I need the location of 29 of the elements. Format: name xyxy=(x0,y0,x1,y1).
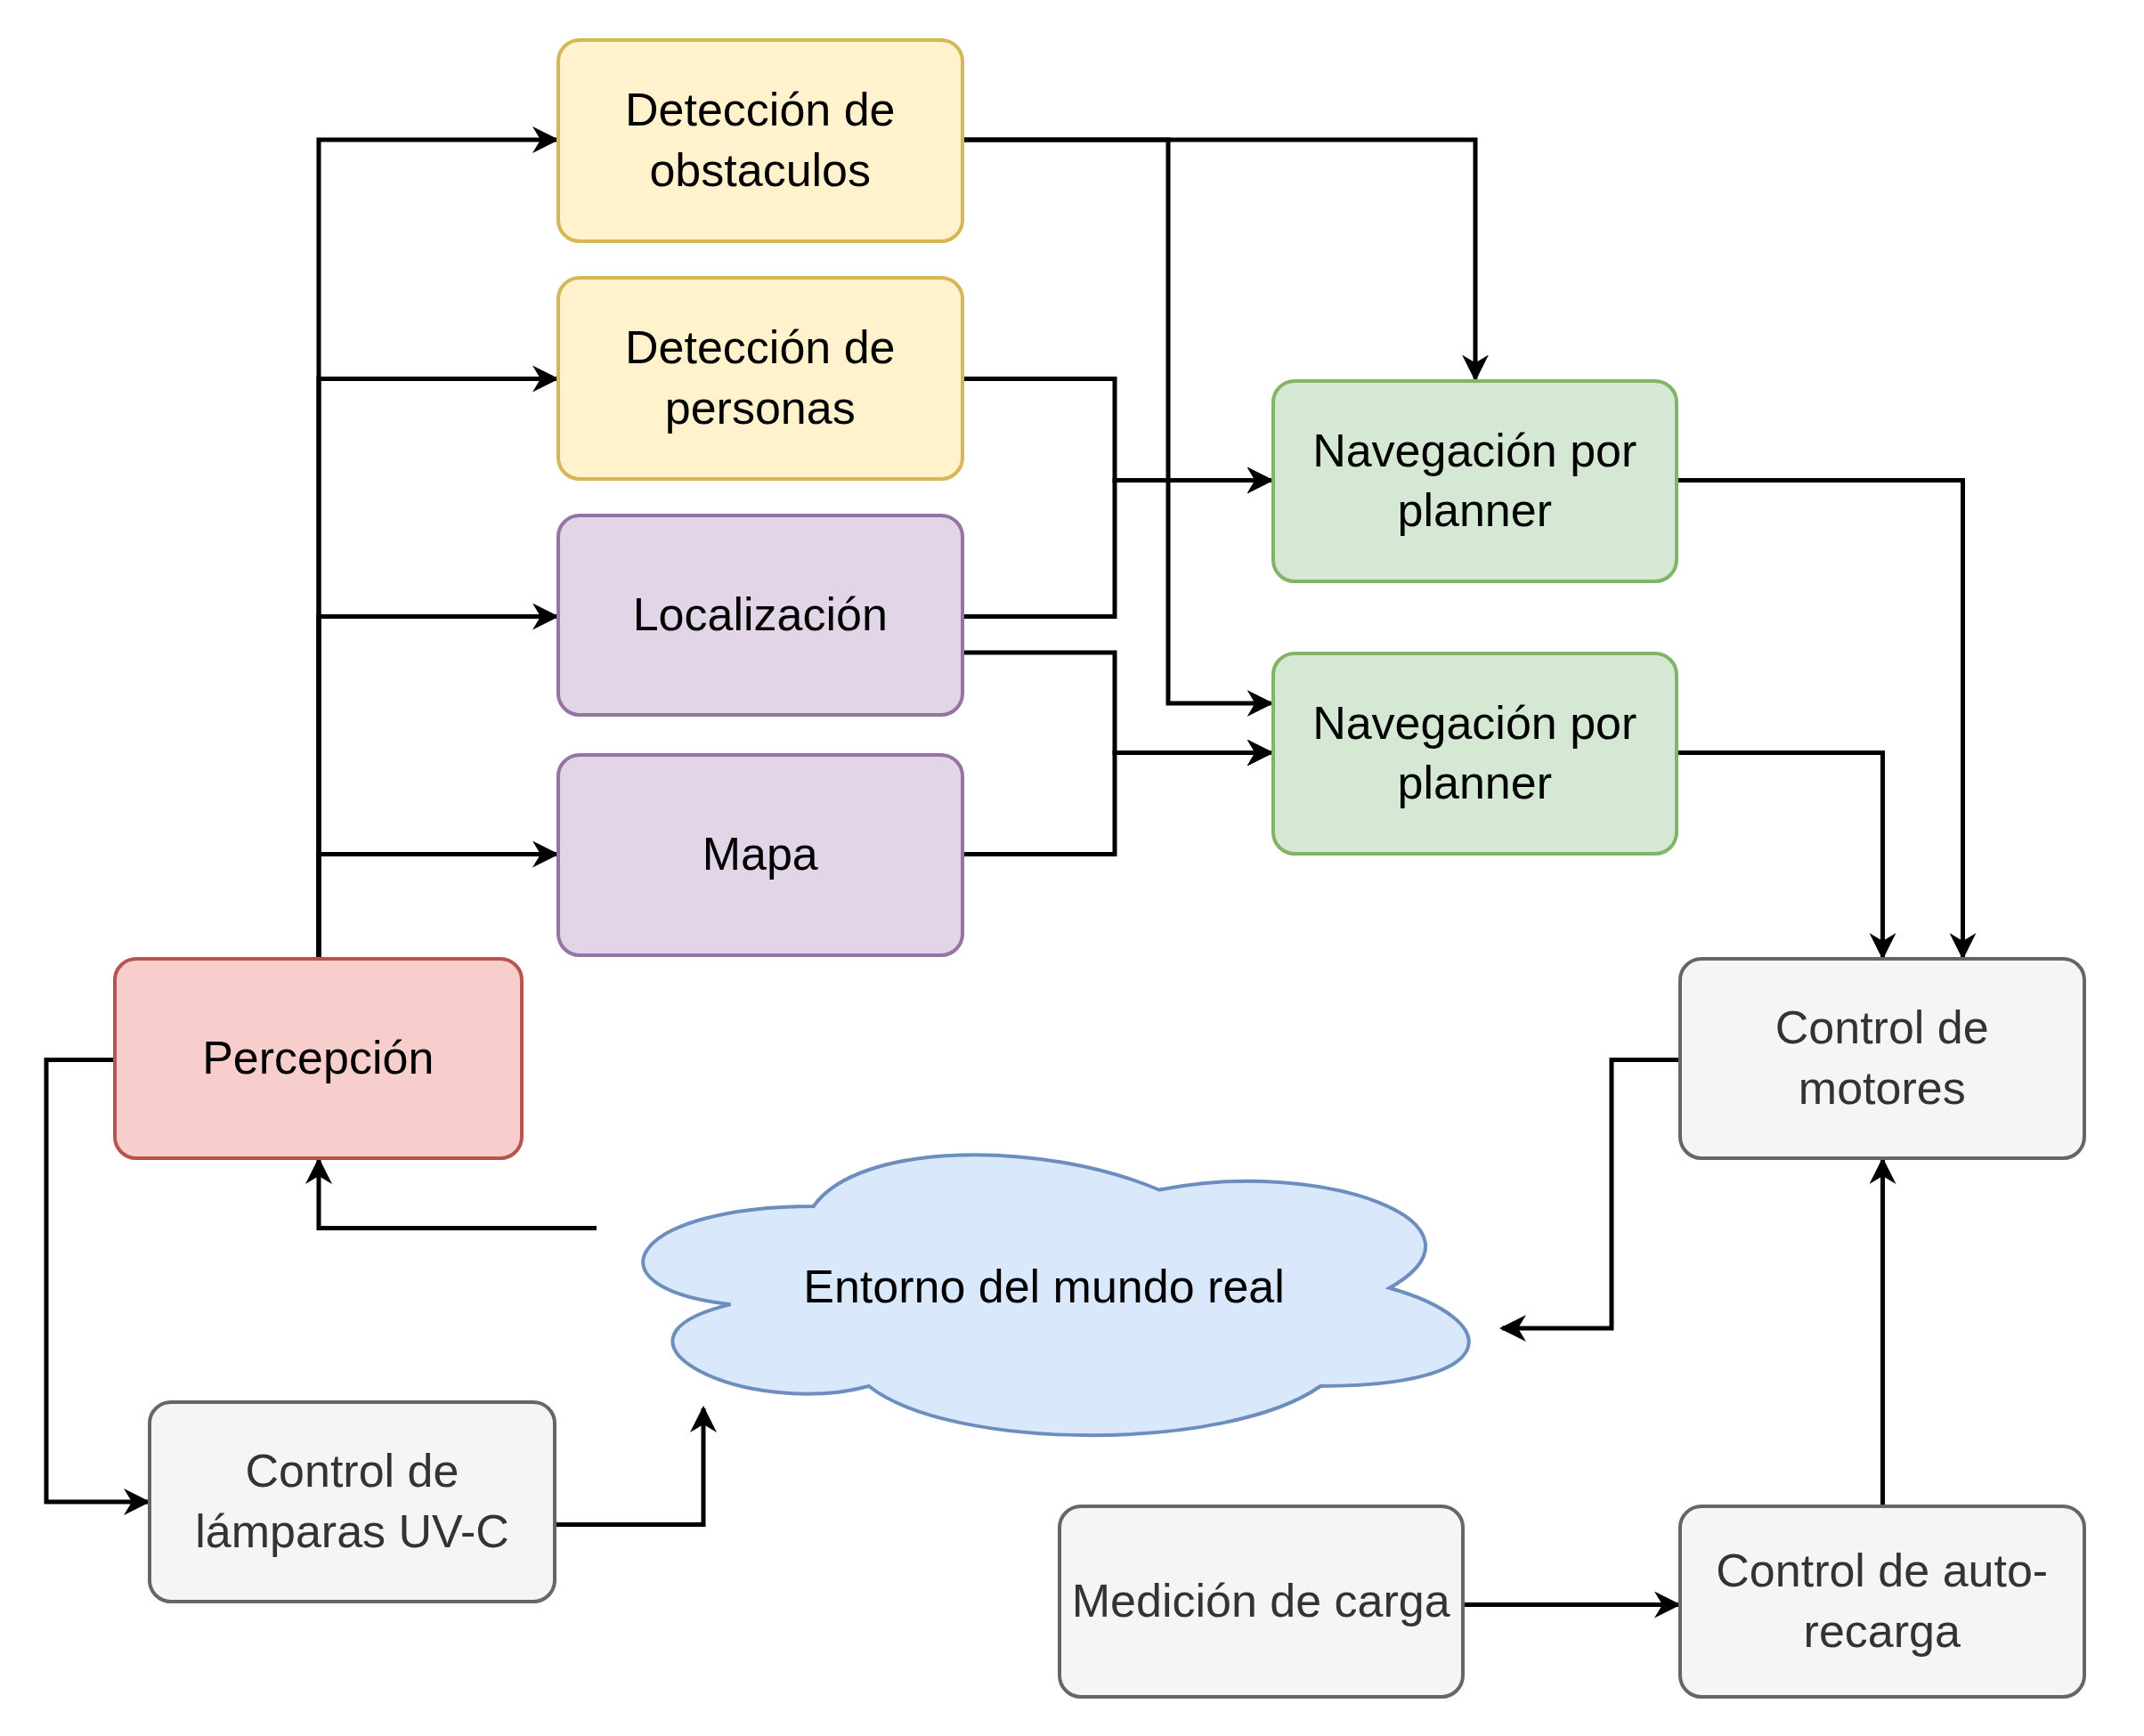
process-box xyxy=(556,276,964,481)
arrow xyxy=(305,1157,597,1230)
process-box xyxy=(556,752,964,957)
process-box xyxy=(1057,1505,1465,1699)
process-box xyxy=(1678,957,2086,1160)
process-box xyxy=(556,38,964,243)
node-label: Control de auto-recarga xyxy=(1715,1544,2050,1659)
node-label: Navegación por planner xyxy=(1312,695,1638,811)
process-box xyxy=(556,514,964,717)
arrow xyxy=(1678,750,1896,960)
arrow xyxy=(556,1406,717,1527)
node-label: Mapa xyxy=(702,827,818,882)
node-label: Entorno del mundo real xyxy=(803,1260,1285,1315)
arrow xyxy=(1499,1058,1678,1342)
process-box xyxy=(113,957,524,1160)
process-box xyxy=(1678,1505,2086,1699)
node-label: Detección de obstaculos xyxy=(624,83,897,198)
node-label: Control de lámparas UV-C xyxy=(194,1444,510,1559)
node-label: Percepción xyxy=(202,1031,434,1086)
node-label: Detección de personas xyxy=(624,320,897,435)
arrow xyxy=(1869,1157,1896,1505)
node-label: Medición de carga xyxy=(1071,1573,1450,1628)
process-box xyxy=(1271,651,1678,856)
node-label: Localización xyxy=(632,588,888,643)
node-label: Navegación por planner xyxy=(1312,423,1638,539)
process-box xyxy=(148,1400,556,1603)
node-label: Control de motores xyxy=(1774,1001,1990,1115)
arrow xyxy=(1678,478,1977,960)
process-box xyxy=(1271,378,1678,583)
